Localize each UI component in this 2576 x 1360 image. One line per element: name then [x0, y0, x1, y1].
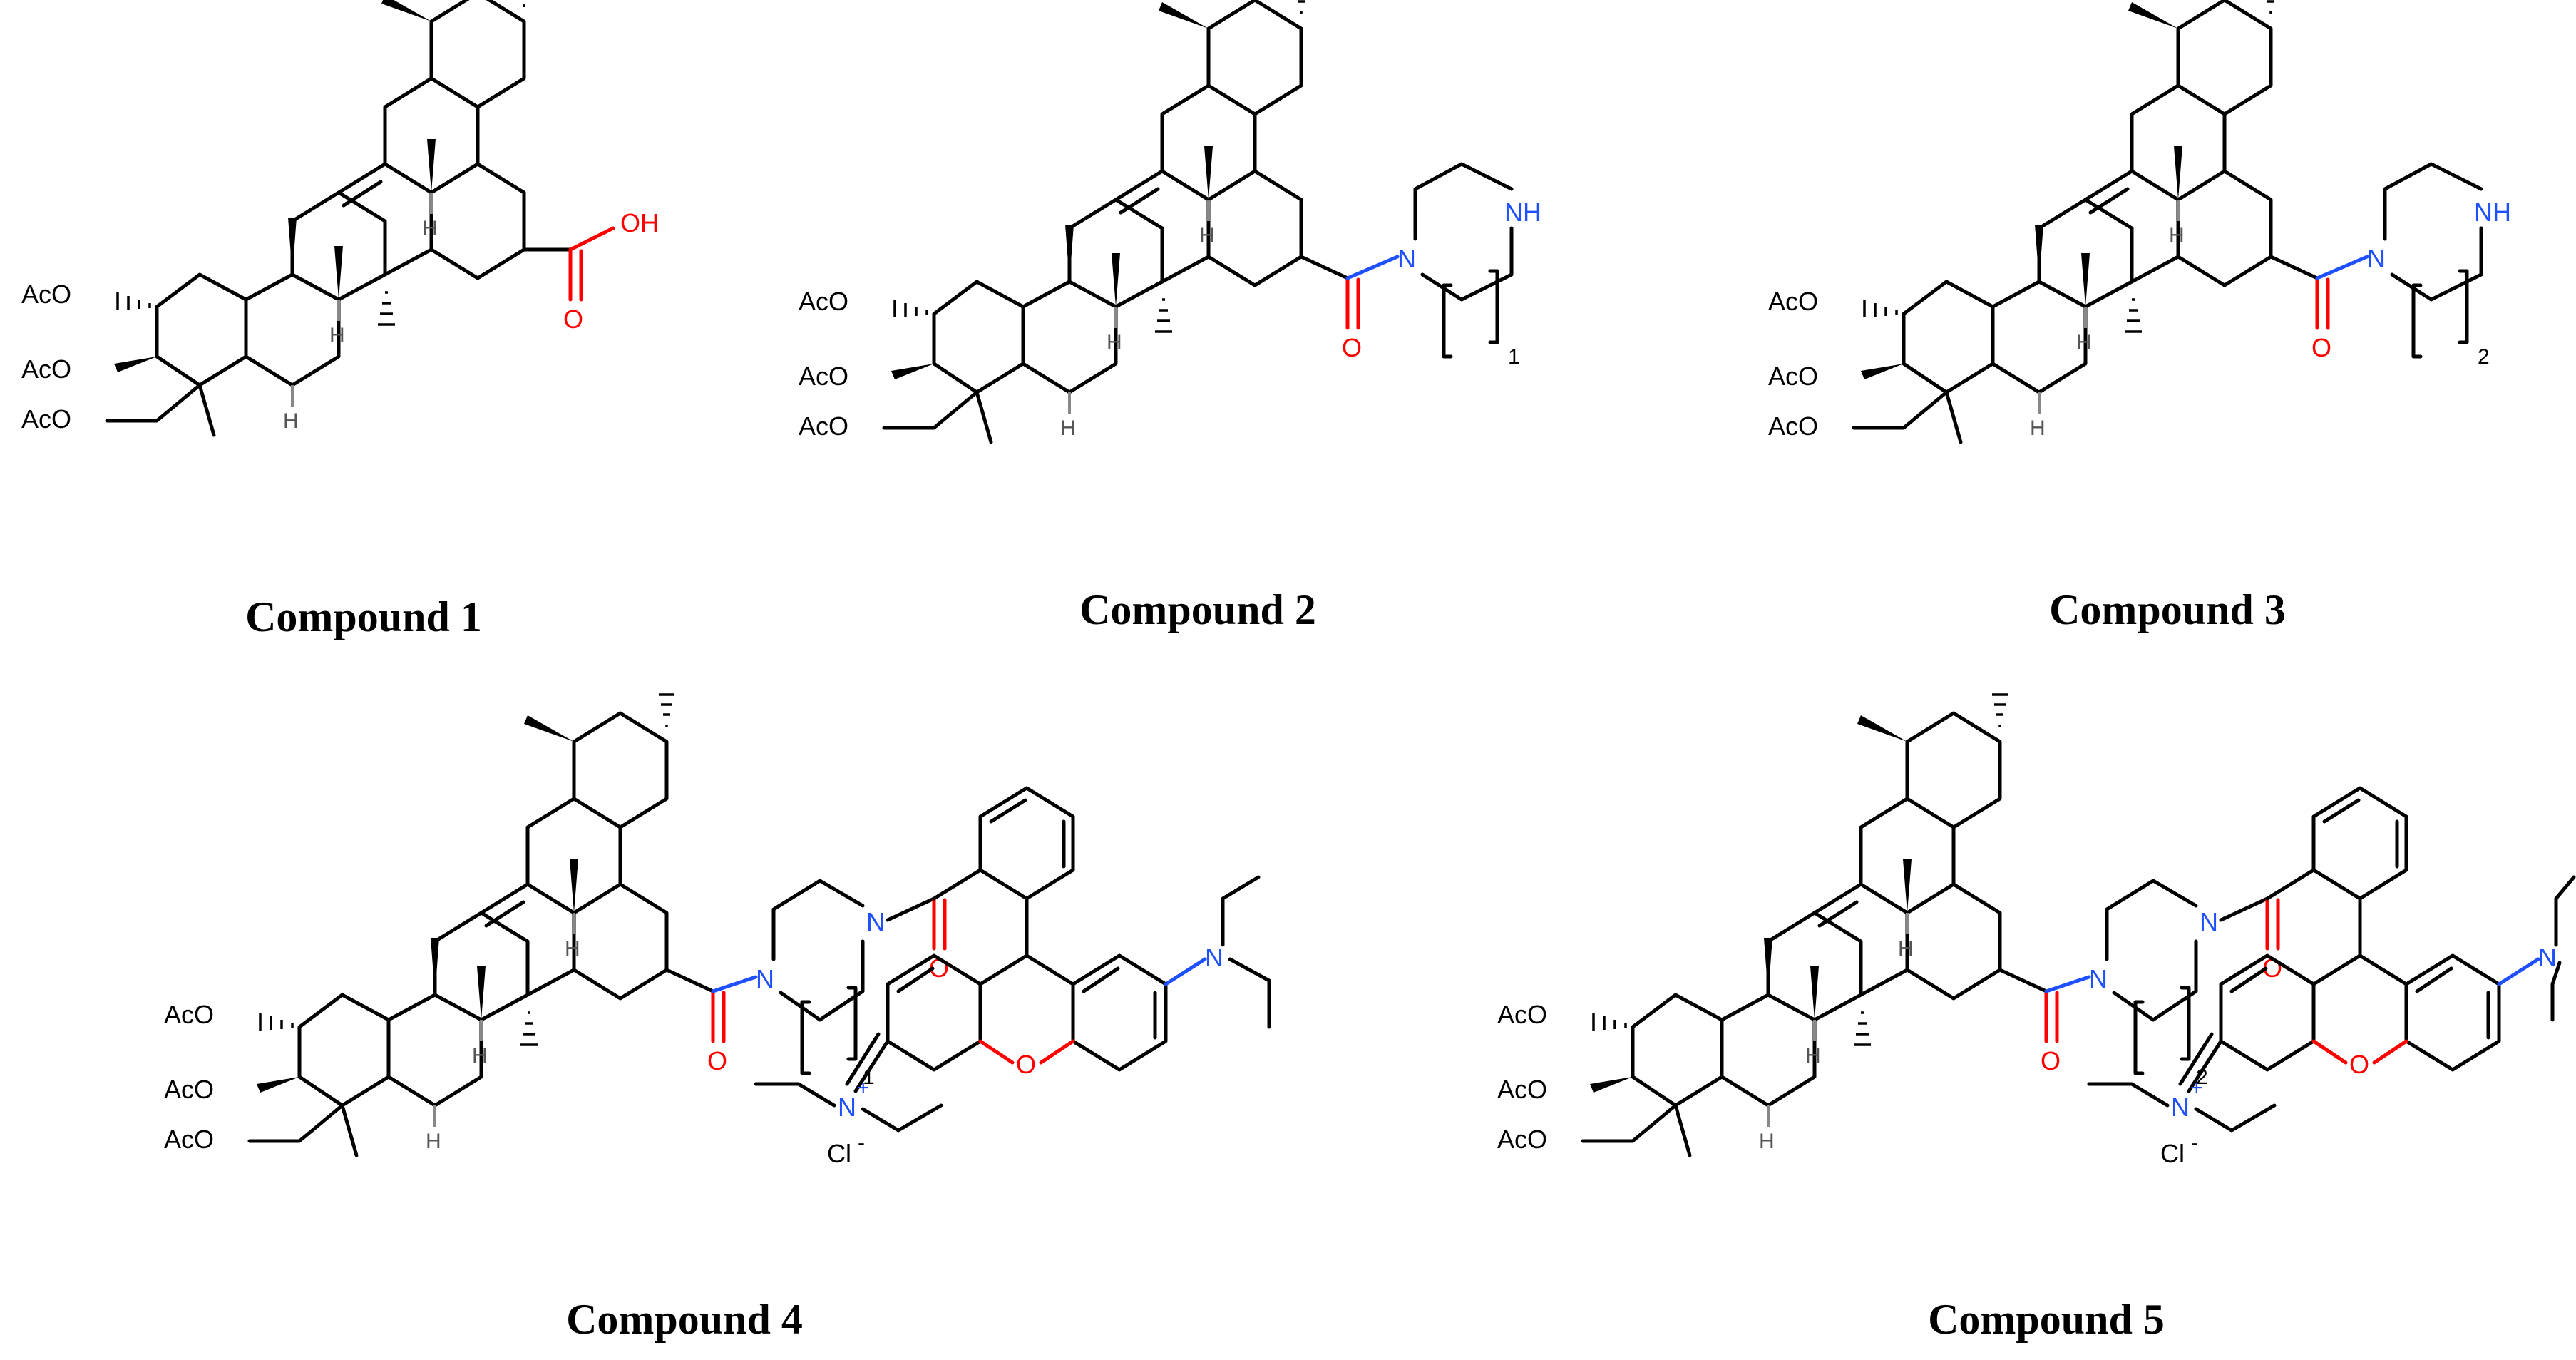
acetoxy-c3-label: AcO: [21, 354, 71, 384]
compound-2-caption: Compound 2: [1079, 586, 1316, 633]
acetoxy-c2-label: AcO: [164, 1000, 214, 1029]
h9-label: H: [1107, 331, 1122, 354]
amide-n-label: N: [1397, 244, 1416, 273]
acid-oh-label: OH: [620, 208, 659, 237]
h18-label: H: [565, 937, 580, 961]
counterion-charge-label: -: [2191, 1131, 2198, 1155]
h5-label: H: [1759, 1130, 1775, 1153]
acetoxy-c3-label: AcO: [1497, 1075, 1547, 1104]
counterion-label: Cl: [2160, 1139, 2185, 1168]
xanthene-o-label: O: [2349, 1050, 2369, 1079]
compound-5-caption: Compound 5: [1928, 1296, 2165, 1343]
acetoxy-c23-label: AcO: [21, 404, 71, 434]
acetoxy-c3-label: AcO: [164, 1075, 214, 1104]
h18-label: H: [2169, 224, 2185, 247]
compound-1-caption: Compound 1: [245, 593, 482, 640]
amide-n-label: N: [2367, 244, 2386, 273]
compound-4: O N N 1 O O N N + Cl - AcO: [164, 695, 1271, 1168]
acetoxy-c3-label: AcO: [1768, 362, 1818, 391]
carbonyl-o-label: O: [1342, 333, 1362, 362]
iminium-charge-label: +: [857, 1076, 870, 1100]
diethylamino-n-label: N: [1205, 943, 1223, 972]
h5-label: H: [426, 1130, 441, 1153]
counterion-label: Cl: [827, 1139, 851, 1168]
carbonyl-o-label: O: [2041, 1046, 2061, 1075]
iminium-n-label: N: [2171, 1093, 2190, 1122]
amide-n-label: N: [756, 964, 774, 993]
repeat-count-label: 2: [2196, 1065, 2208, 1089]
iminium-n-label: N: [838, 1093, 856, 1122]
h18-label: H: [1199, 224, 1215, 247]
acetoxy-c2-label: AcO: [799, 287, 848, 316]
h18-label: H: [1898, 937, 1914, 961]
acetoxy-c23-label: AcO: [1497, 1125, 1547, 1154]
iminium-charge-label: +: [2190, 1076, 2203, 1100]
carbonyl-o-label: O: [563, 305, 583, 334]
repeat-count-label: 2: [2478, 345, 2490, 369]
h9-label: H: [472, 1044, 488, 1068]
h5-label: H: [1060, 416, 1076, 440]
counterion-charge-label: -: [858, 1131, 865, 1155]
acetoxy-c2-label: AcO: [21, 280, 71, 309]
amide-n-label: N: [2089, 964, 2108, 993]
compound-1: OH O AcO AcO AcO H H H: [21, 0, 659, 435]
acetoxy-c23-label: AcO: [799, 411, 848, 441]
compound-3-caption: Compound 3: [2049, 586, 2286, 633]
h5-label: H: [283, 409, 299, 433]
compound-4-caption: Compound 4: [566, 1296, 803, 1343]
acetoxy-c23-label: AcO: [164, 1125, 214, 1154]
piperazine-nh-label: NH: [1504, 198, 1541, 227]
acetoxy-c2-label: AcO: [1768, 287, 1818, 316]
piperazine-n-label: N: [2200, 907, 2218, 936]
h9-label: H: [329, 324, 345, 347]
h9-label: H: [1805, 1044, 1821, 1068]
repeat-count-label: 1: [1508, 345, 1520, 369]
acetoxy-c3-label: AcO: [799, 362, 848, 391]
h18-label: H: [422, 217, 438, 240]
piperazine-nh-label: NH: [2474, 198, 2511, 227]
acetoxy-c2-label: AcO: [1497, 1000, 1547, 1029]
compound-3: O N NH 2 AcO AcO AcO H H H: [1768, 0, 2511, 442]
carbonyl-o-label: O: [2311, 333, 2331, 362]
carbonyl-o-label: O: [707, 1046, 727, 1075]
acetoxy-c23-label: AcO: [1768, 411, 1818, 441]
h9-label: H: [2076, 331, 2092, 354]
diethylamino-n-label: N: [2538, 943, 2557, 972]
h5-label: H: [2030, 416, 2046, 440]
repeat-count-label: 1: [863, 1065, 875, 1089]
compound-2: O N NH 1 AcO AcO AcO H H H: [799, 0, 1541, 442]
xanthene-o-label: O: [1016, 1050, 1036, 1079]
compound-5: O N N 2 O O N N + Cl - AcO AcO AcO H: [1497, 695, 2576, 1168]
piperazine-n-label: N: [866, 907, 885, 936]
